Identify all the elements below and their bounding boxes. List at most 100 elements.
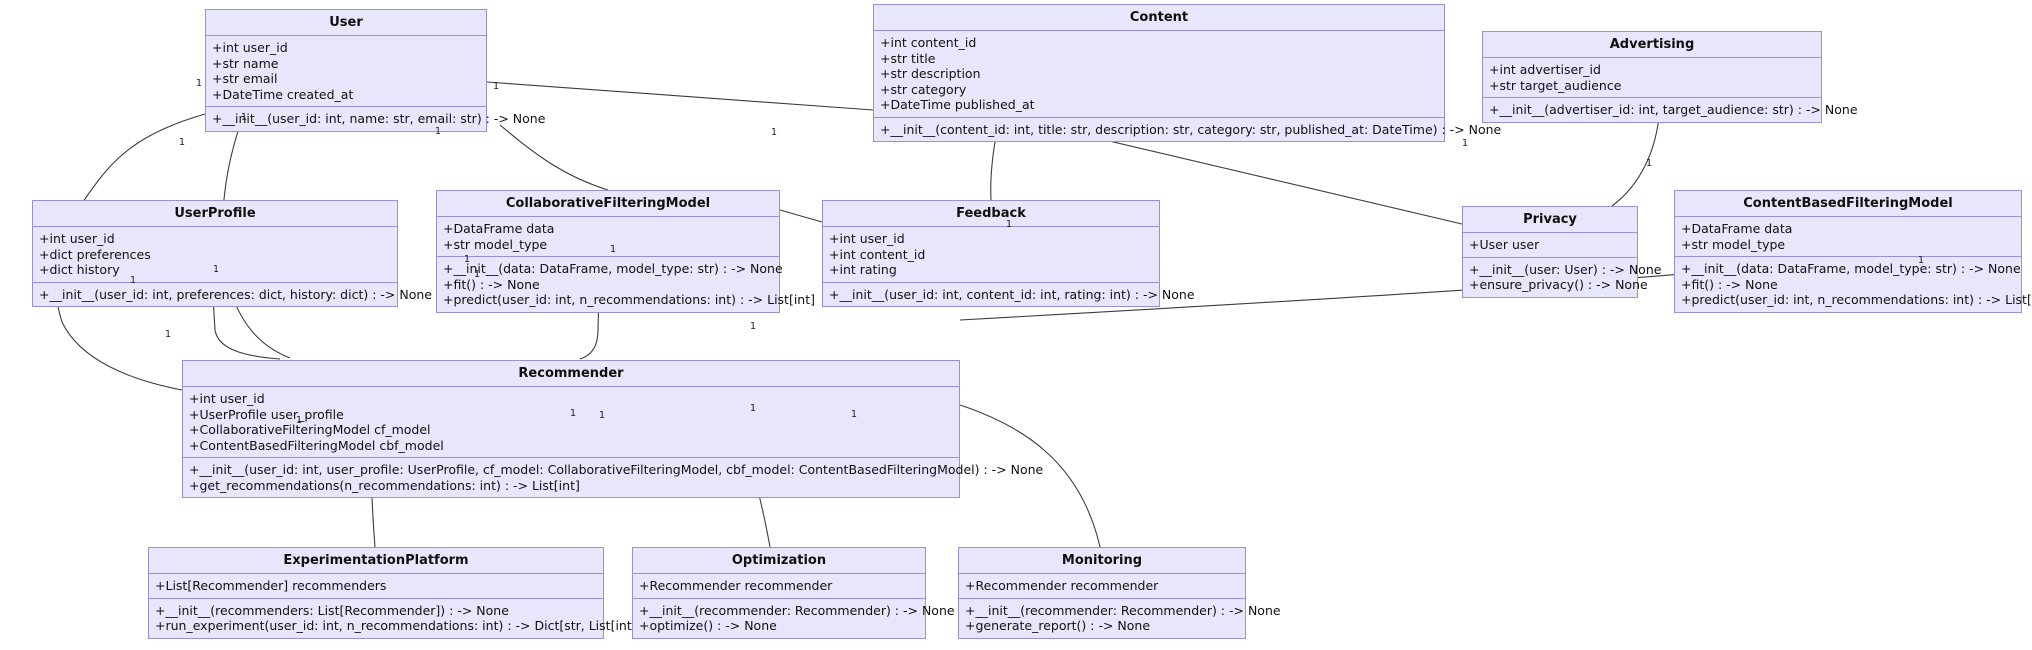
class-attributes-optimization: +Recommender recommender [633, 574, 925, 599]
multiplicity-label: 1 [464, 254, 471, 265]
class-methods-advertising: +__init__(advertiser_id: int, target_aud… [1483, 98, 1858, 122]
multiplicity-label: 1 [750, 321, 757, 332]
uml-class-cbfmodel[interactable]: ContentBasedFilteringModel +DataFrame dat… [1674, 190, 2032, 313]
class-name-recommender: Recommender [183, 361, 959, 387]
attribute-row: +int user_id [189, 391, 265, 406]
class-attributes-experimentationplatform: +List[Recommender] recommenders [149, 574, 603, 599]
method-row: +optimize() : -> None [639, 618, 777, 633]
method-row: +__init__(data: DataFrame, model_type: s… [443, 261, 783, 276]
multiplicity-label: 1 [130, 275, 137, 286]
attribute-row: +str title [880, 50, 936, 66]
method-row: +__init__(user_id: int, name: str, email… [212, 111, 546, 126]
uml-class-content[interactable]: Content+int content_id+str title+str des… [873, 4, 1502, 142]
attribute-row: +int rating [829, 262, 897, 277]
method-row: +predict(user_id: int, n_recommendations… [1681, 292, 2032, 307]
multiplicity-label: 1 [179, 137, 186, 148]
uml-class-recommender[interactable]: Recommender +int user_id+UserProfile user… [182, 360, 1044, 498]
method-row: +__init__(advertiser_id: int, target_aud… [1489, 102, 1858, 117]
method-row: +__init__(recommenders: List[Recommender… [155, 602, 509, 618]
method-row: +get_recommendations(n_recommendations: … [189, 477, 580, 493]
attribute-row: +DataFrame data [1681, 221, 1793, 236]
method-row: +__init__(data: DataFrame, model_type: s… [1681, 261, 2021, 276]
method-row: +__init__(user: User) : -> None [1469, 261, 1662, 277]
multiplicity-label: 1 [1462, 138, 1469, 149]
multiplicity-label: 1 [196, 78, 203, 89]
attribute-row: +ContentBasedFilteringModel cbf_model [189, 437, 444, 453]
multiplicity-label: 1 [241, 112, 248, 123]
uml-class-feedback[interactable]: Feedback +int user_id+int content_id+int … [822, 200, 1195, 307]
edge-user-cfmodel [499, 124, 609, 191]
multiplicity-label: 1 [570, 408, 577, 419]
attribute-row: +CollaborativeFilteringModel cf_model [189, 422, 431, 437]
attribute-row: +UserProfile user_profile [189, 406, 344, 422]
multiplicity-label: 1 [599, 410, 606, 421]
uml-class-cfmodel[interactable]: CollaborativeFilteringModel+DataFrame da… [436, 190, 816, 313]
class-attributes-content: +int content_id+str title+str descriptio… [874, 31, 1444, 118]
method-row: +__init__(recommender: Recommender) : ->… [639, 602, 955, 618]
multiplicity-label: 1 [435, 126, 442, 137]
class-methods-userprofile: +__init__(user_id: int, preferences: dic… [33, 283, 432, 307]
class-name-userprofile: UserProfile [33, 201, 397, 227]
method-row: +__init__(recommender: Recommender) : ->… [965, 602, 1281, 618]
attribute-row: +DateTime created_at [212, 86, 354, 102]
class-methods-cbfmodel: +__init__(data: DataFrame, model_type: s… [1675, 257, 2032, 312]
attribute-row: +int content_id [829, 246, 926, 262]
attribute-row: +Recommender recommender [965, 578, 1159, 593]
class-methods-optimization: +__init__(recommender: Recommender) : ->… [633, 599, 955, 638]
class-attributes-advertising: +int advertiser_id+str target_audience [1483, 58, 1821, 98]
class-name-monitoring: Monitoring [959, 548, 1245, 574]
method-row: +__init__(user_id: int, user_profile: Us… [189, 462, 1044, 477]
attribute-row: +str target_audience [1489, 77, 1622, 93]
edge-user-content [486, 81, 874, 111]
multiplicity-label: 1 [213, 264, 220, 275]
class-attributes-cfmodel: +DataFrame data+str model_type [437, 217, 779, 257]
attribute-row: +str email [212, 71, 278, 86]
uml-class-user[interactable]: User+int user_id+str name+str email+Date… [205, 9, 546, 132]
class-name-advertising: Advertising [1483, 32, 1821, 58]
method-row: +ensure_privacy() : -> None [1469, 277, 1648, 292]
multiplicity-label: 1 [610, 244, 617, 255]
uml-class-experimentationplatform[interactable]: ExperimentationPlatform+List[Recommender… [148, 547, 642, 639]
attribute-row: +str category [880, 81, 967, 97]
class-name-user: User [206, 10, 486, 36]
multiplicity-label: 1 [851, 409, 858, 420]
class-methods-recommender: +__init__(user_id: int, user_profile: Us… [183, 458, 1044, 497]
multiplicity-label: 1 [474, 269, 481, 280]
multiplicity-label: 1 [750, 403, 757, 414]
attribute-row: +User user [1469, 237, 1540, 252]
attribute-row: +List[Recommender] recommenders [155, 578, 387, 593]
class-name-content: Content [874, 5, 1444, 31]
class-methods-user: +__init__(user_id: int, name: str, email… [206, 107, 546, 131]
uml-class-optimization[interactable]: Optimization+Recommender recommender+__i… [632, 547, 955, 639]
attribute-row: +DateTime published_at [880, 97, 1035, 112]
class-name-privacy: Privacy [1463, 207, 1637, 233]
uml-class-advertising[interactable]: Advertising+int advertiser_id+str target… [1482, 31, 1858, 123]
method-row: +run_experiment(user_id: int, n_recommen… [155, 618, 642, 633]
multiplicity-label: 1 [165, 329, 172, 340]
class-name-cfmodel: CollaborativeFilteringModel [437, 191, 779, 217]
uml-class-privacy[interactable]: Privacy +User user +__init__(user: User) :… [1462, 206, 1662, 298]
method-row: +fit() : -> None [1681, 276, 1778, 292]
attribute-row: +str name [212, 55, 279, 71]
attribute-row: +Recommender recommender [639, 578, 833, 593]
attribute-row: +DataFrame data [443, 221, 555, 236]
class-name-cbfmodel: ContentBasedFilteringModel [1675, 191, 2021, 217]
attribute-row: +str model_type [1681, 236, 1786, 252]
uml-class-monitoring[interactable]: Monitoring +Recommender recommender +__ini… [958, 547, 1281, 639]
class-name-feedback: Feedback [823, 201, 1159, 227]
multiplicity-label: 1 [1646, 158, 1653, 169]
attribute-row: +int content_id [880, 35, 977, 50]
method-row: +__init__(content_id: int, title: str, d… [880, 121, 1502, 137]
method-row: +fit() : -> None [443, 276, 540, 292]
attribute-row: +int user_id [829, 231, 905, 246]
attribute-row: +str model_type [443, 236, 548, 252]
attribute-row: +dict preferences [39, 246, 151, 262]
class-attributes-privacy: +User user [1463, 233, 1637, 258]
attribute-row: +int advertiser_id [1489, 62, 1601, 77]
uml-class-userprofile[interactable]: UserProfile +int user_id+dict preferences… [32, 200, 432, 307]
class-methods-cfmodel: +__init__(data: DataFrame, model_type: s… [437, 257, 816, 312]
class-methods-content: +__init__(content_id: int, title: str, d… [874, 118, 1502, 142]
attribute-row: +int user_id [39, 231, 115, 246]
method-row: +predict(user_id: int, n_recommendations… [443, 292, 816, 307]
